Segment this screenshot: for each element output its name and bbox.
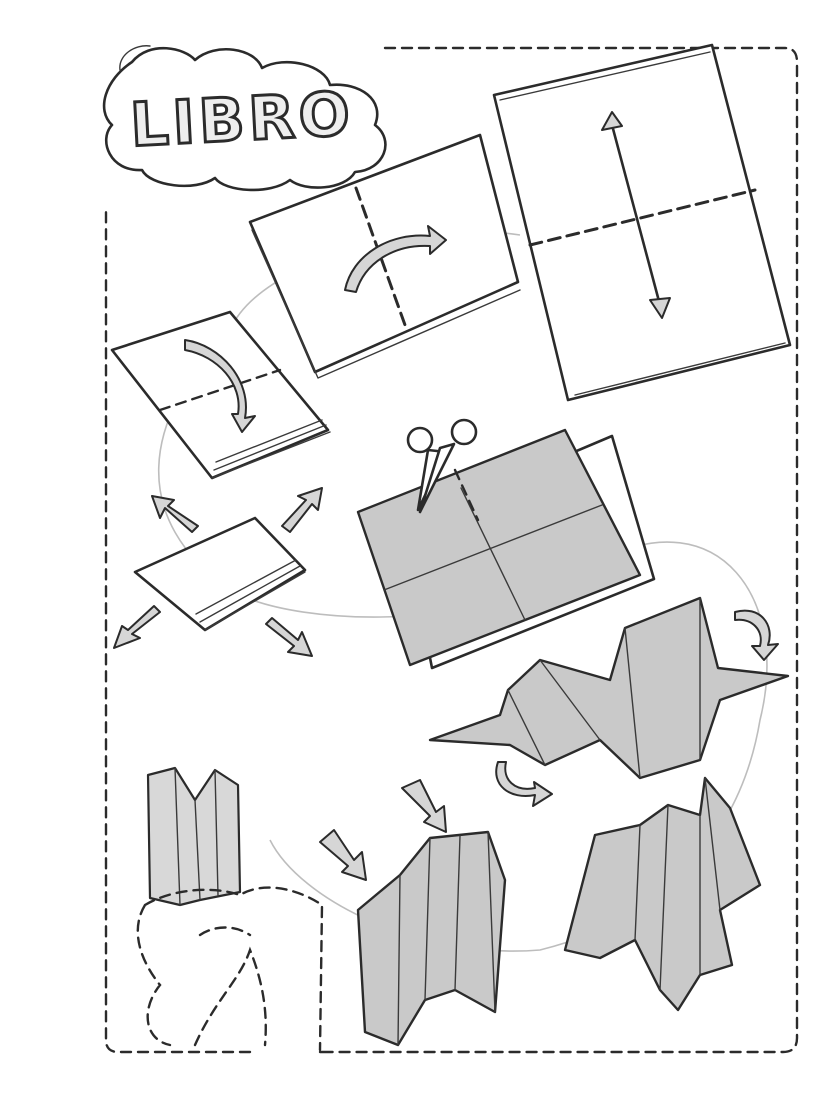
arrow-icon [151,495,199,533]
step-4-unfold [113,487,323,657]
arrow-icon [319,829,367,881]
step-2-half-fold [248,133,521,379]
arrow-icon [401,779,447,833]
dashed-frame [104,46,799,1054]
curved-arrow-icon [734,609,779,661]
scissors-icon [406,418,478,514]
arrow-icon [265,617,313,657]
curved-arrow-icon [495,761,553,807]
curved-arrow-icon [184,339,256,433]
step-3-quarter-fold [110,310,331,480]
arrow-icon [281,487,323,533]
title-cloud [102,46,387,192]
step-1-unfolded-sheet [492,43,792,402]
double-arrow-icon [601,111,671,319]
step-7-push-together [319,779,507,1047]
curved-arrow-icon [344,225,447,293]
title-badge: LIBRO [102,45,387,192]
step-5-cut-center [356,418,656,670]
step-8-booklet-open [563,776,762,1012]
title-text: LIBRO [129,79,356,161]
finished-book [136,766,324,1052]
arrow-icon [113,605,161,649]
step-6-open-sheet [428,596,790,807]
